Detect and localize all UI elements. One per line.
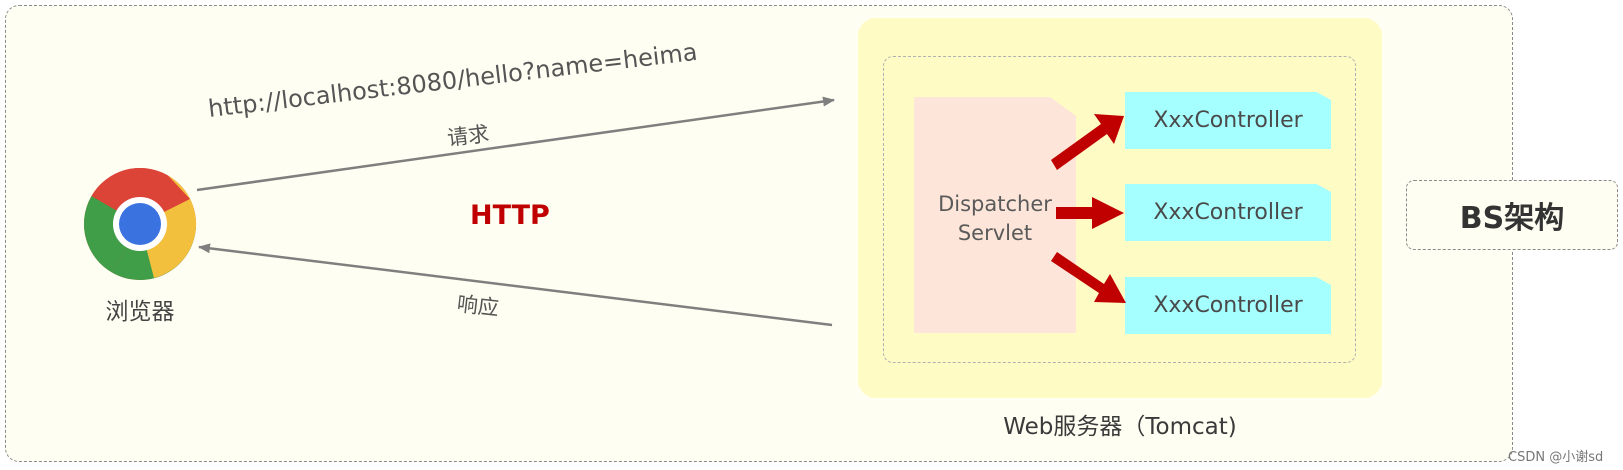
controller-box-1: XxxController bbox=[1125, 92, 1331, 149]
request-arrow bbox=[196, 96, 835, 192]
architecture-label: BS架构 bbox=[1406, 180, 1618, 250]
web-server-caption: Web服务器（Tomcat) bbox=[1003, 414, 1237, 440]
dispatcher-line-2: Servlet bbox=[957, 221, 1033, 245]
dispatch-arrow-down bbox=[1051, 252, 1126, 303]
response-arrow bbox=[198, 243, 833, 327]
response-label: 响应 bbox=[455, 291, 501, 321]
dispatcher-line-1: Dispatcher bbox=[938, 192, 1052, 216]
server-inner-frame bbox=[883, 56, 1356, 363]
controller-box-2: XxxController bbox=[1125, 184, 1331, 241]
dispatcher-servlet-box bbox=[914, 97, 1076, 333]
request-label: 请求 bbox=[445, 121, 491, 151]
chrome-browser-icon bbox=[83, 167, 197, 281]
dispatch-arrow-middle bbox=[1056, 197, 1124, 229]
dispatch-arrow-up bbox=[1051, 114, 1124, 170]
protocol-label: HTTP bbox=[470, 200, 550, 231]
dispatcher-servlet-label: Dispatcher Servlet bbox=[914, 190, 1076, 248]
controller-box-3: XxxController bbox=[1125, 277, 1331, 334]
browser-label: 浏览器 bbox=[105, 299, 175, 325]
watermark: CSDN @小谢sd bbox=[1508, 450, 1604, 465]
